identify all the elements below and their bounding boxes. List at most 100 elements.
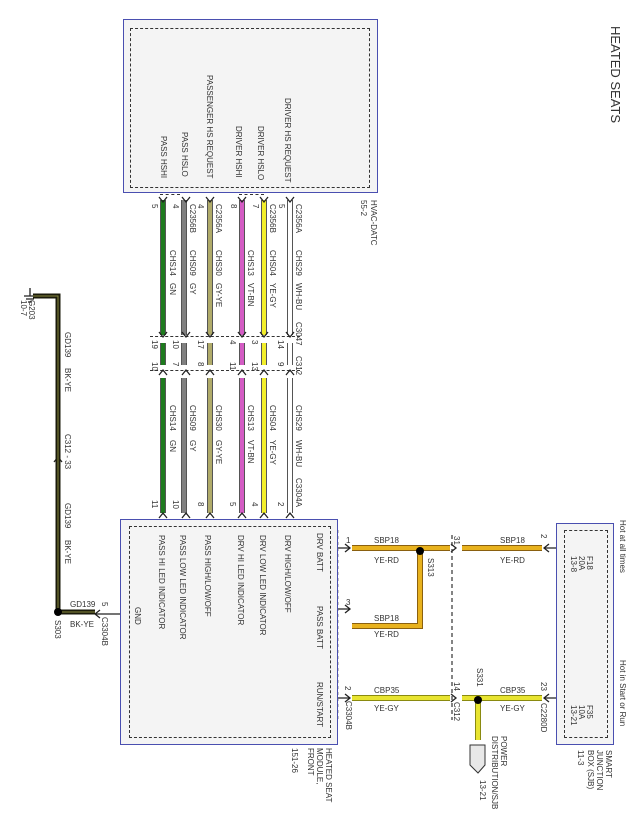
wire-color-label: YE-GY bbox=[268, 283, 277, 308]
circuit-label: GD139 bbox=[63, 332, 72, 358]
c312-label: C312 bbox=[294, 356, 303, 376]
wire-color-label: YE-RD bbox=[374, 556, 399, 565]
wire-chs13-mid[interactable] bbox=[239, 343, 245, 365]
wire-chs14-lower[interactable] bbox=[160, 378, 166, 513]
splice-label: S303 bbox=[53, 620, 62, 639]
wire-color-label: YE-GY bbox=[500, 704, 525, 713]
pin-number: 4 bbox=[171, 204, 180, 209]
pin-number: 5 bbox=[228, 502, 237, 507]
wire-color-label: YE-GY bbox=[268, 440, 277, 465]
c2356b-connector-line bbox=[239, 194, 264, 195]
wire-chs29-lower[interactable] bbox=[287, 378, 293, 513]
hsm-module-name: HEATED SEAT MODULE, FRONT bbox=[306, 748, 333, 803]
smart-junction-box bbox=[556, 523, 614, 745]
pin-number: 3 bbox=[250, 340, 259, 345]
pin-number: 31 bbox=[452, 536, 461, 545]
wire-chs29-mid[interactable] bbox=[287, 343, 293, 365]
wire-chs04-mid[interactable] bbox=[261, 343, 267, 365]
connector-label: C2356A bbox=[214, 204, 223, 233]
connector-label: C2356B bbox=[188, 204, 197, 233]
fuse-name: F35 bbox=[585, 705, 594, 719]
circuit-label: CHS13 bbox=[246, 250, 255, 276]
hsm-module-page: 151-26 bbox=[290, 748, 299, 773]
wire-chs09-mid[interactable] bbox=[181, 343, 187, 365]
pin-number: 7 bbox=[251, 204, 260, 209]
connector-label: C3304B bbox=[100, 617, 109, 646]
wire-color-label: GY bbox=[188, 283, 197, 295]
connector-label: C3304B bbox=[344, 701, 353, 730]
wire-color-label: GY-YE bbox=[214, 283, 223, 308]
circuit-label: SBP18 bbox=[500, 536, 525, 545]
pin-number: 13 bbox=[250, 362, 259, 371]
hsm-signal: DRV HI LED INDICATOR bbox=[236, 535, 245, 626]
pin-number: 9 bbox=[276, 362, 285, 367]
c2356b-connector-line bbox=[160, 194, 180, 195]
pin-number: 19 bbox=[150, 340, 159, 349]
circuit-label: CHS29 bbox=[294, 250, 303, 276]
wire-chs30-mid[interactable] bbox=[207, 343, 213, 365]
circuit-label: CHS30 bbox=[214, 405, 223, 431]
pin-number: 11 bbox=[228, 362, 237, 371]
circuit-label: CHS13 bbox=[246, 405, 255, 431]
wire-chs04-upper[interactable] bbox=[261, 200, 267, 335]
wire-chs30-upper[interactable] bbox=[207, 200, 213, 335]
wire-color-label: GN bbox=[168, 283, 177, 295]
pin-number: 14 bbox=[276, 340, 285, 349]
circuit-label: GD139 bbox=[63, 503, 72, 529]
pin-number: 1 bbox=[346, 536, 351, 545]
fuse-page: 13-8 bbox=[569, 556, 578, 573]
pin-number: 8 bbox=[196, 362, 205, 367]
wire-chs14-mid[interactable] bbox=[160, 343, 166, 365]
wire-chs09-upper[interactable] bbox=[181, 200, 187, 335]
wire-color-label: GY bbox=[188, 440, 197, 452]
wire-chs30-lower[interactable] bbox=[207, 378, 213, 513]
circuit-label: CHS04 bbox=[268, 405, 277, 431]
wire-chs04-lower[interactable] bbox=[261, 378, 267, 513]
hsm-signal: DRV LOW LED INDICATOR bbox=[258, 535, 267, 636]
splice-label: S331 bbox=[475, 668, 484, 687]
connector-label: C3304A bbox=[294, 478, 303, 507]
wire-color-label: YE-RD bbox=[374, 630, 399, 639]
pin-number: 5 bbox=[100, 602, 109, 607]
pin-number: 4 bbox=[196, 204, 205, 209]
pin-number: 10 bbox=[150, 362, 159, 371]
fuse-rating: 20A bbox=[577, 556, 586, 571]
fuse-rating: 10A bbox=[577, 705, 586, 720]
circuit-label: CBP35 bbox=[500, 686, 526, 695]
wire-color-label: BK-YE bbox=[70, 620, 95, 629]
wire-chs13-upper[interactable] bbox=[239, 200, 245, 335]
sjb-name: SMART JUNCTION BOX (SJB) bbox=[586, 750, 613, 791]
wire-chs29-upper[interactable] bbox=[287, 200, 293, 335]
pin-number: 23 bbox=[539, 682, 548, 691]
splice-label: S313 bbox=[426, 558, 435, 577]
circuit-label: SBP18 bbox=[374, 536, 399, 545]
wire-chs13-lower[interactable] bbox=[239, 378, 245, 513]
connector-label: C312 bbox=[452, 702, 461, 722]
wire-color-label: BK-YE bbox=[63, 540, 72, 565]
pin-number: 7 bbox=[171, 362, 180, 367]
c312-connector-line bbox=[150, 370, 300, 371]
wire-chs14-upper[interactable] bbox=[160, 200, 166, 335]
hsm-power-pin: DRV BATT bbox=[315, 533, 324, 572]
pin-number: 2 bbox=[539, 534, 548, 539]
wire-color-label: VT-BN bbox=[246, 440, 255, 464]
pin-number: 11 bbox=[150, 500, 159, 509]
c3047-connector-line bbox=[150, 336, 300, 337]
fuse-page: 13-21 bbox=[569, 705, 578, 726]
power-distribution-link[interactable]: POWER DISTRIBUTION/SJB bbox=[490, 736, 508, 810]
wire-color-label: WH-BU bbox=[294, 283, 303, 311]
wire-color-label: GN bbox=[168, 440, 177, 452]
hot-in-start-or-run-label: Hot in Start or Run bbox=[618, 660, 627, 727]
heated-seat-module bbox=[120, 519, 338, 745]
power-distribution-page[interactable]: 13-21 bbox=[478, 780, 487, 801]
hsm-signal: PASS HI LED INDICATOR bbox=[157, 535, 166, 630]
pin-number: 2 bbox=[276, 502, 285, 507]
hvac-module-inner bbox=[130, 28, 370, 188]
pin-number: 10 bbox=[171, 500, 180, 509]
circuit-label: CHS14 bbox=[168, 405, 177, 431]
ground-page: 10-7 bbox=[19, 300, 28, 317]
wire-color-label: WH-BU bbox=[294, 440, 303, 468]
hsm-power-pin: PASS BATT bbox=[315, 606, 324, 649]
circuit-label: CHS04 bbox=[268, 250, 277, 276]
wire-chs09-lower[interactable] bbox=[181, 378, 187, 513]
